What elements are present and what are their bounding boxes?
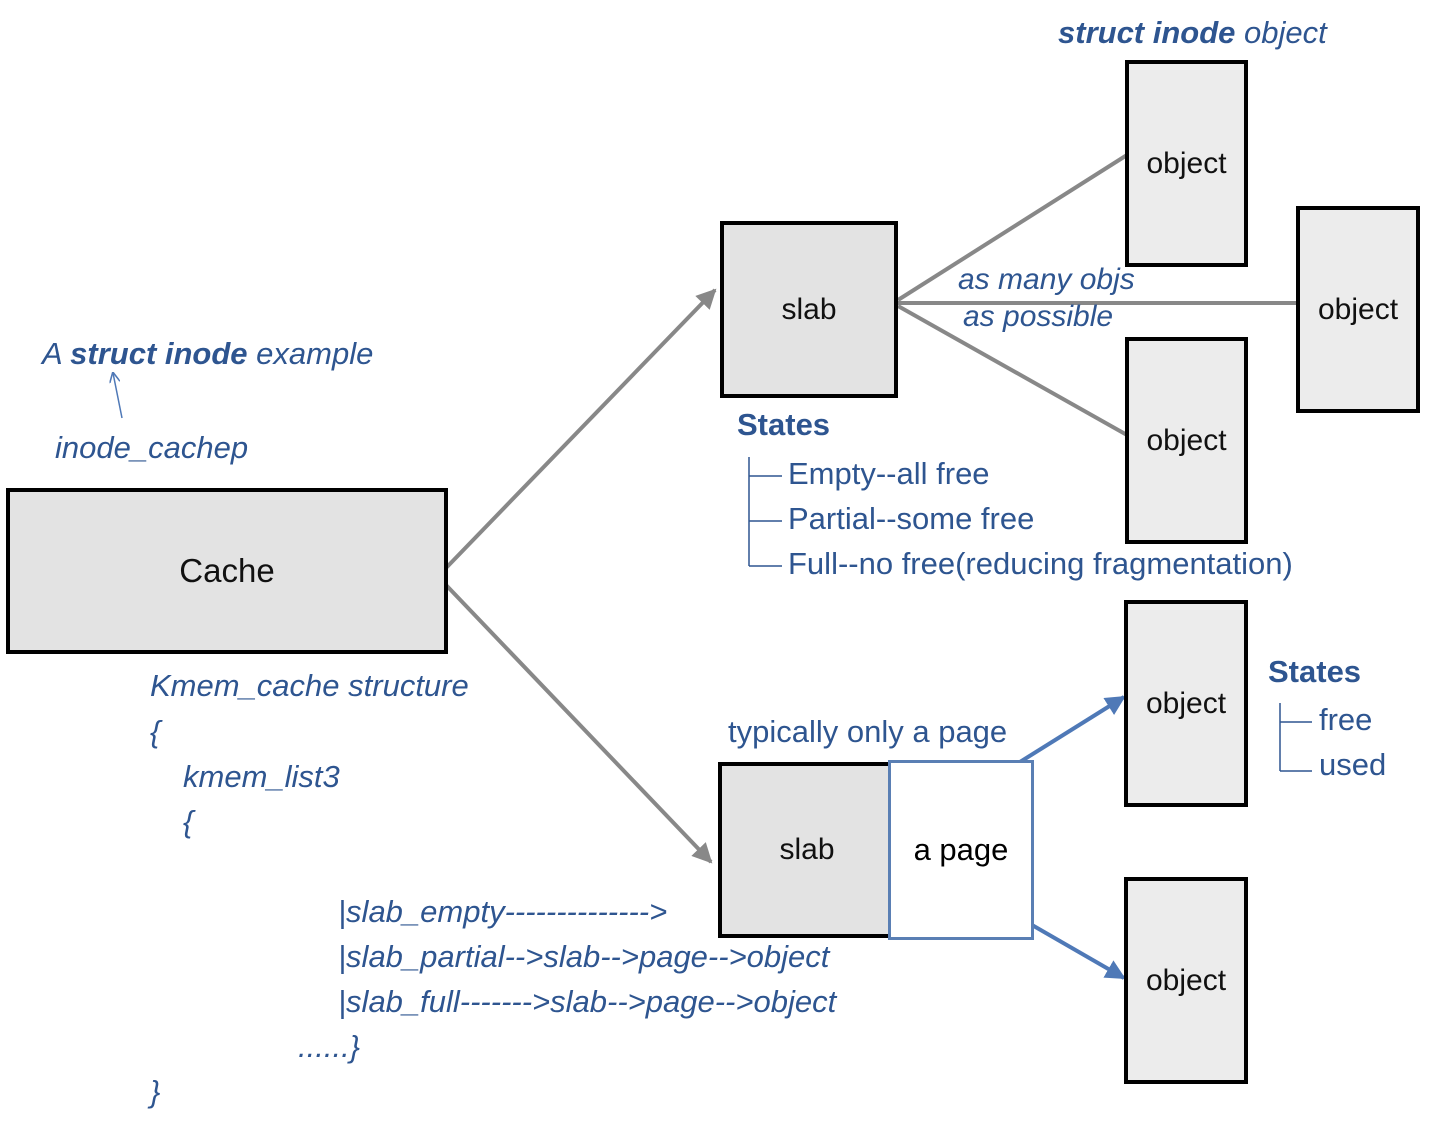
object-title-bold: struct inode <box>1058 15 1236 50</box>
kmem-line-inner-brace: { <box>183 804 194 839</box>
object-states-tree <box>1279 703 1312 772</box>
object-states-header: States <box>1268 654 1362 689</box>
kmem-line-inner-close: ......} <box>298 1029 361 1064</box>
object-box-5: object <box>1124 877 1248 1084</box>
slab-state-full: Full--no free(reducing fragmentation) <box>788 546 1293 581</box>
cache-to-bottom-slab-arrow <box>444 583 713 864</box>
many-objs-line-2: as possible <box>963 300 1114 333</box>
many-objs-line-1: as many objs <box>958 263 1135 296</box>
cache-box-label: Cache <box>179 552 275 589</box>
slab-state-empty: Empty--all free <box>788 456 990 491</box>
object-box-1: object <box>1125 60 1248 267</box>
example-suffix: example <box>247 336 374 371</box>
slab-states-tree <box>748 457 782 567</box>
object-box-3-label: object <box>1146 423 1227 457</box>
page-box: a page <box>888 760 1034 940</box>
kmem-line-structure: Kmem_cache structure <box>150 668 469 703</box>
object-state-used: used <box>1319 747 1387 782</box>
object-title: struct inode object <box>1058 15 1327 51</box>
page-to-object-bottom-arrow <box>1031 923 1126 980</box>
slab-box-bottom-label: slab <box>779 833 835 866</box>
kmem-line-slab-empty: |slab_empty--------------> <box>338 894 668 929</box>
object-box-4: object <box>1124 600 1248 807</box>
object-box-2: object <box>1296 206 1420 413</box>
cache-to-top-slab-arrow <box>444 288 717 570</box>
kmem-line-slab-full: |slab_full------->slab-->page-->object <box>338 984 837 1019</box>
slab-states-header: States <box>737 407 831 442</box>
object-box-5-label: object <box>1145 963 1227 997</box>
kmem-line-slab-partial: |slab_partial-->slab-->page-->object <box>338 939 830 974</box>
slab-state-partial: Partial--some free <box>788 501 1035 536</box>
slab-box-bottom: slab <box>718 762 896 938</box>
object-box-2-label: object <box>1317 292 1399 326</box>
object-title-rest: object <box>1235 15 1327 50</box>
cache-box: Cache <box>6 488 448 654</box>
page-box-label: a page <box>913 832 1009 867</box>
kmem-line-list3: kmem_list3 <box>183 759 340 794</box>
typically-page-label: typically only a page <box>728 714 1008 749</box>
kmem-line-open-brace: { <box>150 714 161 749</box>
slab-box-top-label: slab <box>781 292 837 326</box>
object-box-4-label: object <box>1145 686 1227 720</box>
example-label: A struct inode example <box>42 336 373 372</box>
cachep-to-example-arrow <box>113 373 123 419</box>
slab-to-object-3-line <box>897 304 1128 437</box>
cachep-label: inode_cachep <box>55 430 249 465</box>
object-box-3: object <box>1125 337 1248 544</box>
object-box-1-label: object <box>1146 146 1227 180</box>
page-to-object-top-arrow <box>1018 695 1126 764</box>
example-bold: struct inode <box>70 336 248 371</box>
object-state-free: free <box>1319 702 1373 737</box>
slab-box-top: slab <box>720 221 898 398</box>
example-prefix: A <box>42 336 71 371</box>
kmem-line-close-brace: } <box>150 1074 161 1109</box>
slab-to-object-1-line <box>896 153 1129 302</box>
